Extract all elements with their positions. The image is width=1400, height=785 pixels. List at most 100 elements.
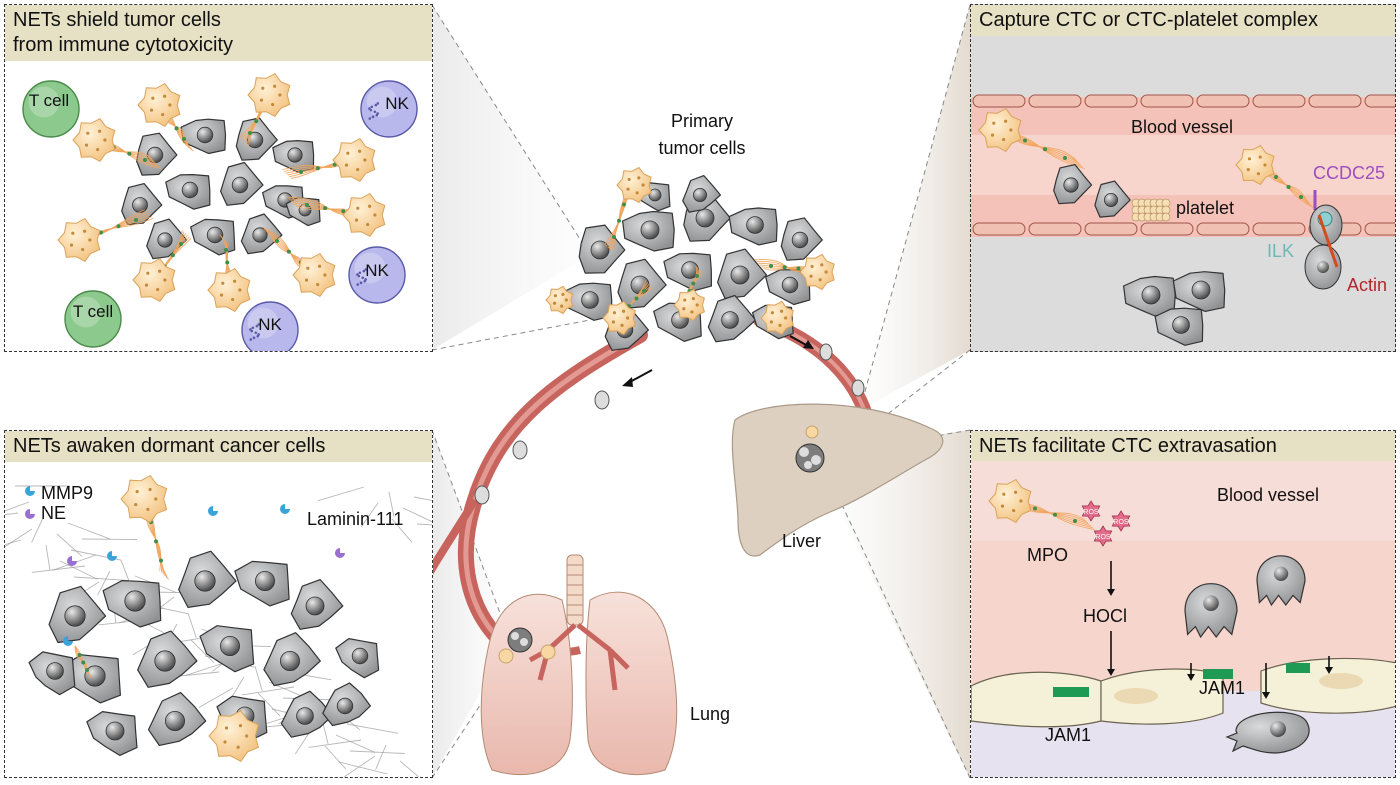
neutrophil-net-cell — [988, 478, 1032, 524]
tumor-cell — [707, 294, 757, 343]
ctc-migrating — [1256, 555, 1306, 607]
tumor-cell — [1154, 307, 1204, 346]
liver-label: Liver — [782, 531, 822, 551]
svg-text:ROS: ROS — [1095, 534, 1111, 541]
tumor-cell — [717, 248, 768, 299]
panel-title-line1: NETs shield tumor cells — [13, 9, 221, 31]
neutrophil-net-cell — [799, 253, 835, 291]
tumor-cell — [147, 692, 207, 746]
blood-vessel-label: Blood vessel — [1131, 117, 1234, 137]
primary-label-line1: Primary — [671, 111, 733, 131]
lung-illustration — [480, 554, 678, 776]
tumor-cell — [285, 197, 321, 227]
awaken-illustration — [5, 474, 432, 777]
mmp9-marker — [280, 504, 290, 514]
ccdc25-label: CCDC25 — [1313, 163, 1386, 183]
tumor-cell — [1053, 164, 1093, 205]
mpo-label: MPO — [1027, 545, 1069, 565]
neutrophil-net-cell — [332, 137, 376, 183]
extravasation-illustration: ROS ROS ROS — [971, 461, 1395, 777]
tumor-cell — [1123, 275, 1176, 317]
jam1-label-right: JAM1 — [1199, 678, 1246, 698]
tumor-cell — [178, 550, 237, 608]
tumor-cell — [1094, 180, 1131, 218]
tumor-cell — [263, 632, 321, 687]
tumor-cell — [663, 252, 712, 292]
neutrophil-net-cell — [132, 257, 176, 303]
svg-text:ROS: ROS — [1113, 519, 1129, 526]
panel-title: Capture CTC or CTC-platelet complex — [971, 5, 1395, 36]
tumor-cell — [190, 218, 236, 256]
ne-marker — [67, 556, 77, 566]
neutrophil-net-cell — [602, 300, 636, 336]
panel-title: NETs facilitate CTC extravasation — [971, 431, 1395, 462]
hocl-label: HOCl — [1083, 606, 1127, 626]
tumor-cell — [780, 217, 823, 261]
primary-label-line2: tumor cells — [658, 138, 746, 158]
jam1-marker — [1053, 687, 1089, 697]
jam1-marker — [1286, 663, 1310, 673]
mmp9-marker — [63, 636, 73, 646]
ne-marker — [335, 548, 345, 558]
primary-tumor-cluster — [545, 166, 835, 351]
tumor-cell — [121, 183, 163, 226]
tumor-cell — [682, 175, 721, 213]
ne-label: NE — [41, 503, 67, 523]
neutrophil-net-cell — [1235, 144, 1275, 186]
tumor-cell — [137, 630, 198, 688]
neutrophil-net-cell — [760, 300, 794, 336]
tumor-cell — [578, 224, 626, 274]
ros-burst: ROS — [1093, 525, 1113, 547]
tumor-cell — [765, 269, 811, 306]
tumor-cell — [290, 579, 344, 630]
ctc-migrating — [1184, 583, 1238, 639]
t-cell — [64, 290, 122, 348]
mmp9-marker — [107, 551, 117, 561]
zoom-cone-top-left — [432, 5, 590, 350]
nk-label-3: NK — [258, 315, 282, 334]
panel-capture-ctc: Capture CTC or CTC-platelet complex Bloo… — [970, 4, 1396, 352]
mmp9-marker — [208, 506, 218, 516]
panel-title-line2: from immune cytotoxicity — [13, 34, 234, 56]
neutrophil-net-cell — [207, 267, 251, 313]
tumor-cell — [617, 258, 667, 309]
zoom-cone-bottom-right — [830, 430, 970, 778]
tumor-cell — [272, 140, 315, 173]
laminin-label: Laminin-111 — [307, 509, 404, 529]
ctc-platelet-complex — [1094, 180, 1171, 222]
neutrophil-net-cell — [208, 710, 259, 762]
ilk-label: ILK — [1267, 241, 1295, 261]
nk-cell — [360, 80, 418, 138]
tumor-cell — [1172, 271, 1226, 312]
tumor-cell — [136, 132, 178, 176]
mmp9-label: MMP9 — [41, 483, 94, 503]
svg-text:ROS: ROS — [1083, 509, 1099, 516]
panel-nets-awaken: NETs awaken dormant cancer cells MMP9 NE… — [4, 430, 433, 778]
shield-illustration — [22, 72, 418, 351]
neutrophil-net-cell — [545, 285, 574, 315]
tumor-cell — [322, 682, 371, 727]
tumor-cell — [235, 117, 278, 161]
tumor-cell — [180, 118, 227, 155]
panel-nets-shield: NETs shield tumor cells from immune cyto… — [4, 4, 433, 352]
jam1-marker — [1203, 669, 1233, 679]
blood-vessel-label: Blood vessel — [1217, 485, 1320, 505]
neutrophil-net-cell — [137, 82, 181, 128]
neutrophil-net-cell — [292, 252, 336, 298]
tumor-cell — [62, 654, 121, 704]
platelet-label: platelet — [1176, 198, 1235, 218]
tumor-cell — [622, 210, 675, 252]
neutrophil-net-cell — [247, 72, 291, 118]
ctc-extravasating — [1304, 204, 1343, 290]
neutrophil-net-cell — [342, 192, 386, 238]
neutrophil-net-cell — [120, 474, 168, 524]
primary-tumor-label: Primary tumor cells — [622, 108, 782, 162]
nk-label-1: NK — [385, 94, 409, 113]
tumor-cell — [102, 580, 162, 628]
ctc-extravasated — [1225, 711, 1310, 754]
tumor-cell — [280, 690, 333, 738]
ros-burst: ROS — [1081, 500, 1101, 522]
ne-marker — [25, 509, 35, 519]
nk-cell — [348, 246, 406, 304]
